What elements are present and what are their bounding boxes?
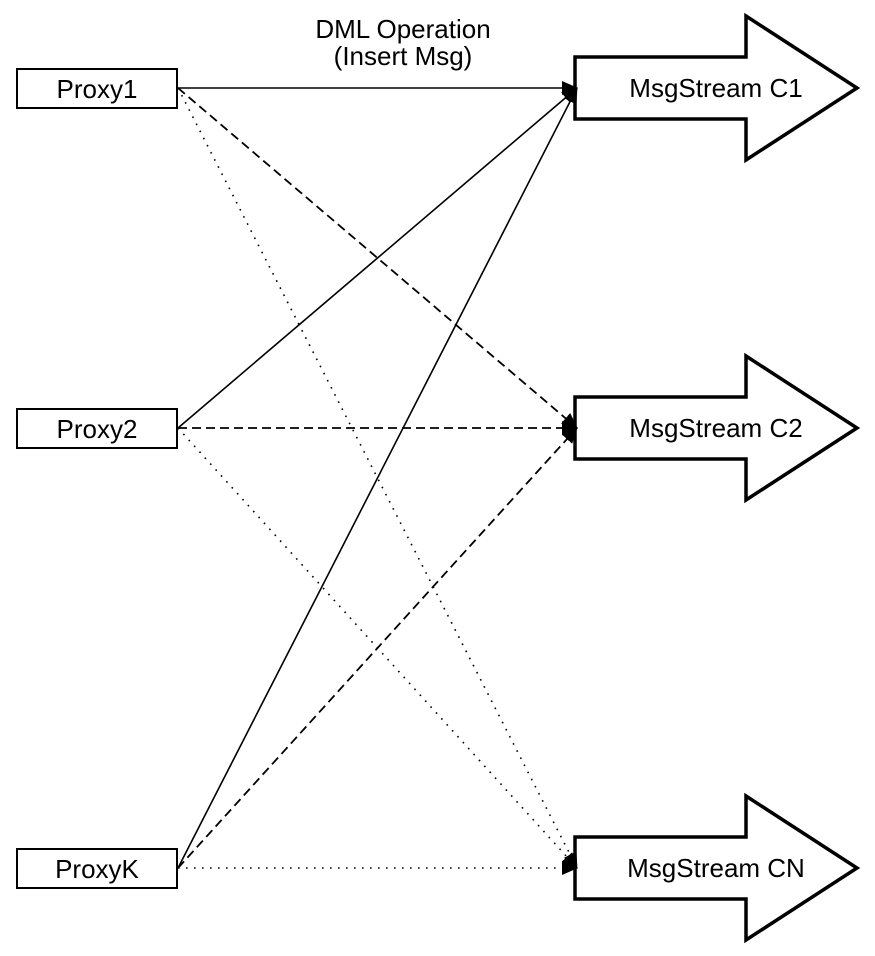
- msgstream-cn-arrow-shape: [573, 792, 861, 944]
- edge-proxyk-c1-solid: [177, 87, 578, 869]
- node-proxy2-label: Proxy2: [56, 413, 138, 444]
- edge-proxy1-c2-dashed: [177, 87, 578, 429]
- edge-proxy2-cn-dotted: [177, 427, 578, 869]
- node-proxy2: Proxy2: [16, 408, 178, 449]
- node-proxyk-label: ProxyK: [55, 853, 139, 884]
- node-proxy1-label: Proxy1: [56, 73, 138, 104]
- node-proxy1: Proxy1: [16, 68, 178, 109]
- edge-proxy2-c1-solid: [177, 87, 578, 429]
- msgstream-c2-arrow-shape: [573, 352, 861, 504]
- node-proxyk: ProxyK: [16, 848, 178, 889]
- annotation-line-1: DML Operation: [315, 14, 491, 44]
- stream-shapes: [573, 12, 861, 944]
- msgstream-c1-arrow-shape: [573, 12, 861, 164]
- dml-operation-annotation: DML Operation (Insert Msg): [253, 16, 553, 70]
- annotation-line-2: (Insert Msg): [333, 41, 473, 71]
- edges-layer: [177, 81, 578, 875]
